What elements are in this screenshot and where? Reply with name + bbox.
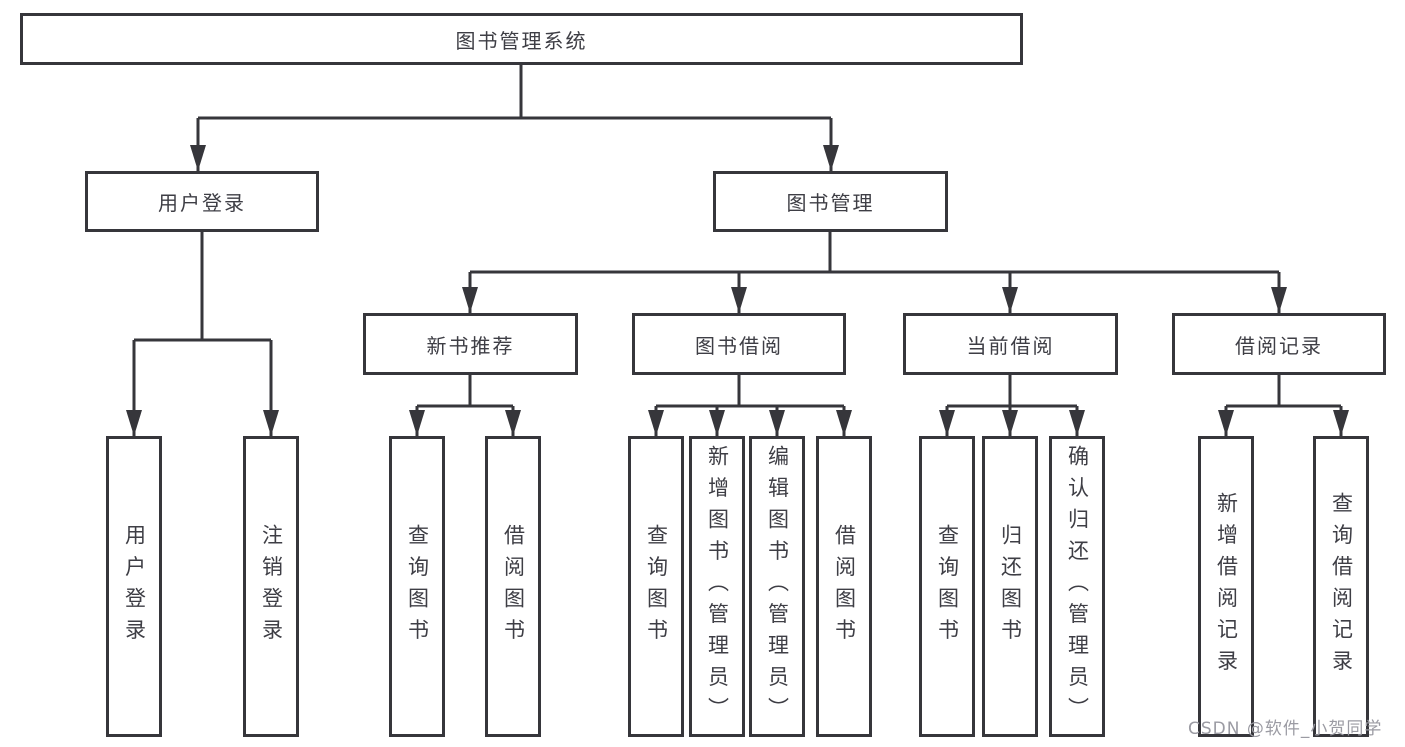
leaf-label: 查询图书 (644, 523, 669, 650)
node-label: 借阅记录 (1235, 333, 1323, 358)
node-book-borrowing: 图书借阅 (632, 313, 846, 375)
leaf-logout: 注销登录 (243, 436, 299, 737)
leaf-label: 新增借阅记录 (1214, 492, 1239, 681)
leaf-return-books: 归还图书 (982, 436, 1038, 737)
node-borrowing-records: 借阅记录 (1172, 313, 1386, 375)
leaf-borrow-books-recommend: 借阅图书 (485, 436, 541, 737)
node-user-login: 用户登录 (85, 171, 319, 232)
leaf-query-books-recommend: 查询图书 (389, 436, 445, 737)
leaf-label: 编辑图书（管理员） (765, 444, 790, 729)
node-library-management-system: 图书管理系统 (20, 13, 1023, 65)
node-current-borrowing: 当前借阅 (903, 313, 1118, 375)
leaf-label: 查询图书 (405, 523, 430, 650)
node-label: 图书管理 (786, 191, 875, 215)
node-label: 当前借阅 (966, 333, 1055, 358)
leaf-query-books-current: 查询图书 (919, 436, 975, 737)
leaf-borrow-books: 借阅图书 (816, 436, 872, 737)
leaf-label: 用户登录 (122, 523, 147, 650)
leaf-label: 借阅图书 (832, 523, 857, 650)
leaf-edit-books-admin: 编辑图书（管理员） (749, 436, 805, 737)
node-label: 新书推荐 (426, 333, 515, 358)
leaf-label: 确认归还（管理员） (1065, 444, 1090, 729)
leaf-label: 归还图书 (998, 523, 1023, 650)
node-label: 图书管理系统 (455, 28, 588, 53)
node-new-book-recommendation: 新书推荐 (363, 313, 578, 375)
csdn-watermark: CSDN @软件_小贺同学 (1188, 719, 1383, 739)
leaf-confirm-return-admin: 确认归还（管理员） (1049, 436, 1105, 737)
node-book-management: 图书管理 (713, 171, 948, 232)
leaf-add-books-admin: 新增图书（管理员） (689, 436, 745, 737)
leaf-label: 查询借阅记录 (1329, 492, 1354, 681)
leaf-add-borrow-record: 新增借阅记录 (1198, 436, 1254, 737)
leaf-query-books-borrowing: 查询图书 (628, 436, 684, 737)
leaf-user-login: 用户登录 (106, 436, 162, 737)
leaf-label: 借阅图书 (501, 523, 526, 650)
node-label: 图书借阅 (695, 333, 783, 358)
leaf-label: 新增图书（管理员） (705, 444, 730, 729)
leaf-query-borrow-record: 查询借阅记录 (1313, 436, 1369, 737)
leaf-label: 查询图书 (935, 523, 960, 650)
node-label: 用户登录 (158, 191, 246, 215)
leaf-label: 注销登录 (259, 523, 284, 650)
